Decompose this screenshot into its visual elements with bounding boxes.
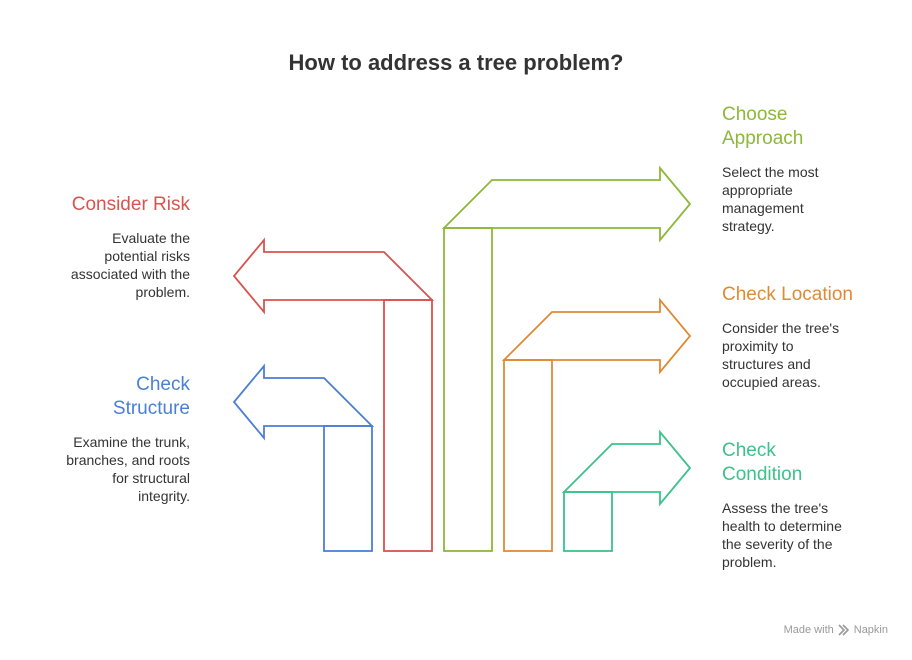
desc-line: occupied areas. <box>722 374 821 390</box>
step-heading: Consider Risk <box>30 193 190 217</box>
step-check-location: Check Location Consider the tree's proxi… <box>722 283 892 391</box>
desc-line: Select the most <box>722 164 819 180</box>
step-heading: Check Structure <box>30 373 190 421</box>
napkin-logo-icon <box>838 624 849 636</box>
desc-line: for structural <box>112 470 190 486</box>
desc-line: branches, and roots <box>66 452 190 468</box>
arrow-consider-risk <box>232 237 435 552</box>
heading-line: Approach <box>722 128 804 149</box>
heading-line: Structure <box>112 398 190 419</box>
made-with-label: Made with <box>783 624 834 636</box>
brand-name: Napkin <box>853 624 888 636</box>
heading-line: Check Location <box>722 284 853 305</box>
desc-line: problem. <box>722 554 777 570</box>
desc-line: associated with the <box>70 266 190 282</box>
step-heading: Choose Approach <box>722 103 892 151</box>
heading-line: Check <box>722 440 776 461</box>
desc-line: strategy. <box>722 218 775 234</box>
desc-line: Examine the trunk, <box>73 434 190 450</box>
desc-line: Consider the tree's <box>722 320 840 336</box>
desc-line: problem. <box>135 284 190 300</box>
desc-line: appropriate <box>722 182 793 198</box>
page-title: How to address a tree problem? <box>288 50 624 75</box>
step-choose-approach: Choose Approach Select the most appropri… <box>722 103 892 235</box>
arrow-check-condition <box>561 429 692 552</box>
desc-line: Assess the tree's <box>722 500 829 516</box>
step-check-structure: Check Structure Examine the trunk, branc… <box>30 373 190 505</box>
arrow-check-location <box>501 297 692 552</box>
desc-line: the severity of the <box>722 536 833 552</box>
step-consider-risk: Consider Risk Evaluate the potential ris… <box>30 193 190 301</box>
heading-line: Consider Risk <box>71 194 190 215</box>
heading-line: Choose <box>722 104 788 125</box>
desc-line: integrity. <box>138 488 190 504</box>
desc-line: Evaluate the <box>112 230 190 246</box>
footer-credit[interactable]: Made with Napkin <box>784 624 888 636</box>
heading-line: Condition <box>722 464 803 485</box>
desc-line: health to determine <box>722 518 842 534</box>
step-description: Consider the tree's proximity to structu… <box>722 319 892 391</box>
step-description: Examine the trunk, branches, and roots f… <box>30 433 190 505</box>
arrow-check-structure <box>232 363 375 552</box>
step-description: Select the most appropriate management s… <box>722 163 892 235</box>
step-description: Evaluate the potential risks associated … <box>30 229 190 301</box>
arrow-choose-approach <box>441 165 692 552</box>
step-check-condition: Check Condition Assess the tree's health… <box>722 439 892 571</box>
heading-line: Check <box>136 374 190 395</box>
step-heading: Check Condition <box>722 439 892 487</box>
step-description: Assess the tree's health to determine th… <box>722 499 892 571</box>
step-heading: Check Location <box>722 283 892 307</box>
desc-line: potential risks <box>104 248 190 264</box>
desc-line: management <box>722 200 804 216</box>
desc-line: structures and <box>722 356 811 372</box>
desc-line: proximity to <box>722 338 794 354</box>
